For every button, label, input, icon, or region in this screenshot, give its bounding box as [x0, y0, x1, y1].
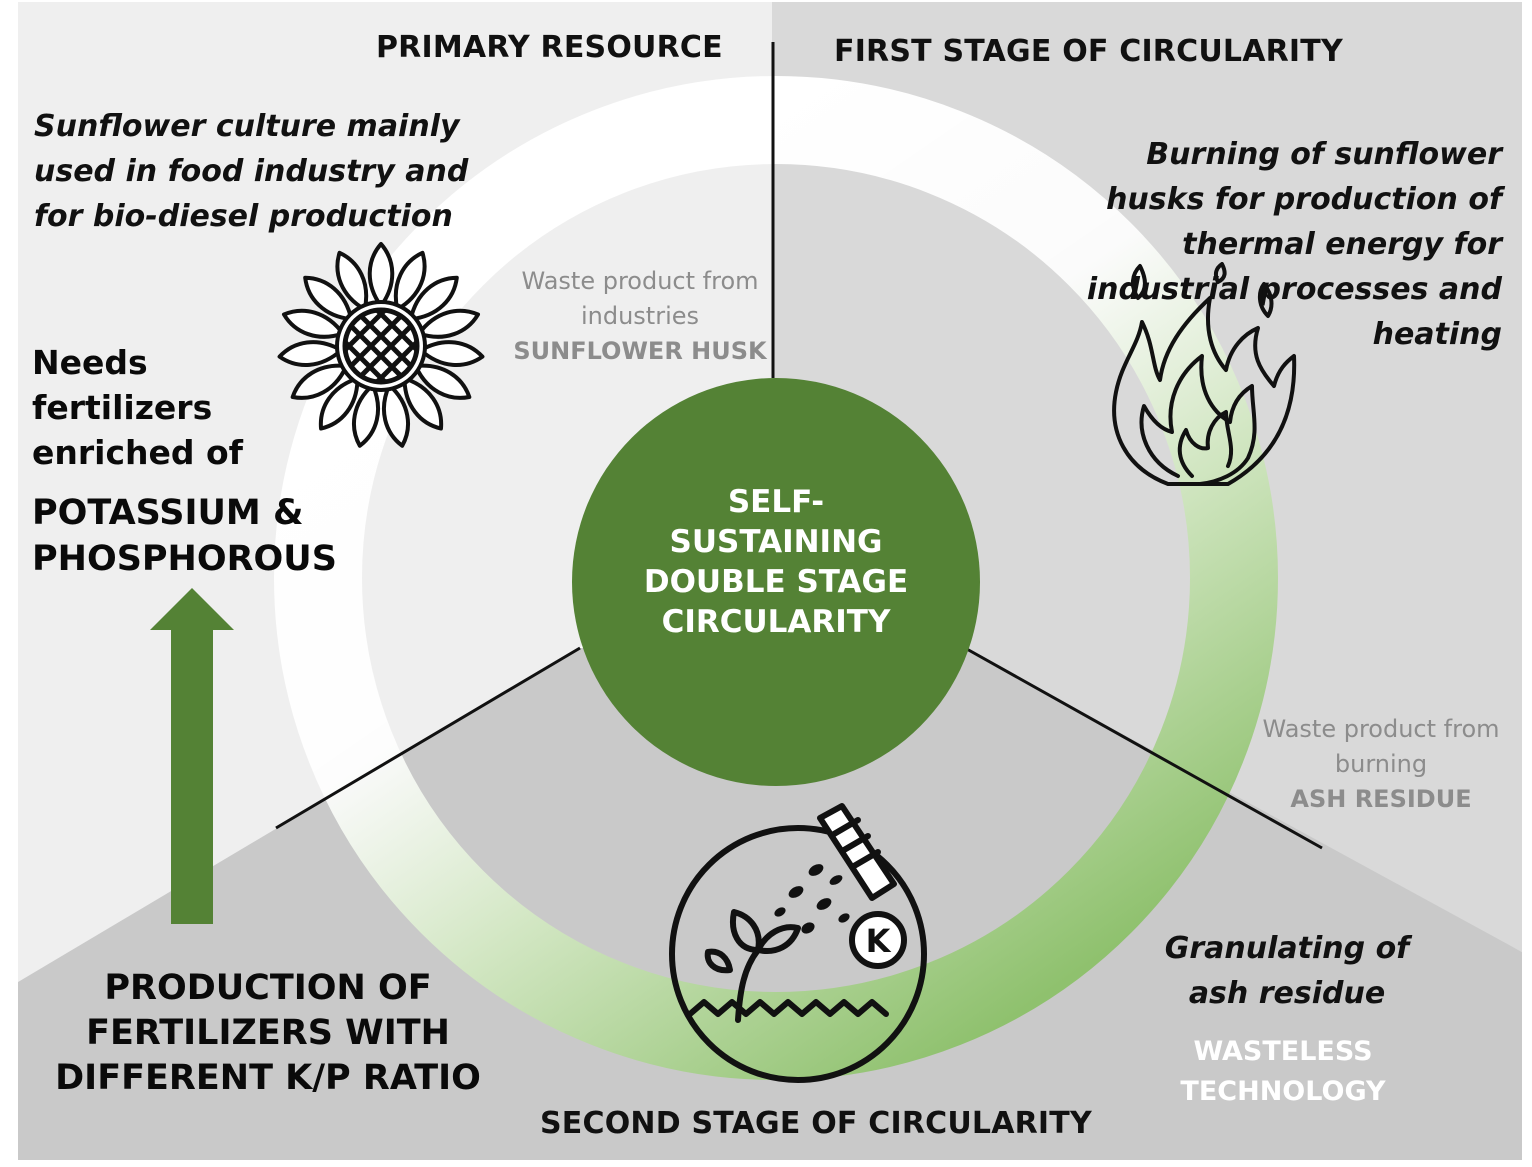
- husk-label: SUNFLOWER HUSK: [513, 337, 767, 365]
- second-stage-heading: SECOND STAGE OF CIRCULARITY: [540, 1106, 1092, 1141]
- first-stage-heading: FIRST STAGE OF CIRCULARITY: [834, 34, 1343, 69]
- husk-note-line: Waste product from industries: [521, 267, 759, 330]
- cycle-ring: [274, 76, 1278, 1080]
- primary-resource-heading: PRIMARY RESOURCE: [376, 30, 723, 65]
- center-circle: [572, 378, 980, 786]
- fire-icon: [1112, 262, 1297, 486]
- wasteless-technology: WASTELESS TECHNOLOGY: [1180, 1036, 1386, 1107]
- up-arrow-icon: [150, 588, 234, 924]
- production-text: PRODUCTION OF FERTILIZERS WITH DIFFERENT…: [55, 968, 481, 1098]
- potassium-symbol: K: [866, 922, 892, 960]
- ash-note: Waste product from burning ASH RESIDUE: [1250, 712, 1512, 817]
- nutrients-text: POTASSIUM & PHOSPHOROUS: [32, 493, 337, 579]
- husk-note: Waste product from industries SUNFLOWER …: [510, 264, 770, 369]
- needs-fertilizers-text: Needs fertilizers enriched of: [32, 343, 244, 472]
- center-title: SELF-SUSTAINING DOUBLE STAGE CIRCULARITY: [643, 484, 909, 640]
- ash-note-line: Waste product from burning: [1262, 715, 1500, 778]
- divider-right: [964, 646, 1323, 850]
- divider-left: [275, 646, 581, 830]
- ash-label: ASH RESIDUE: [1290, 785, 1472, 813]
- first-stage-description: Burning of sunflower husks for productio…: [1086, 137, 1502, 352]
- sunflower-icon: [277, 242, 485, 448]
- first-stage-panel: [772, 2, 1522, 952]
- fertilizer-plant-icon: K: [669, 803, 927, 1083]
- second-stage-description: Granulating of ash residue: [1164, 931, 1410, 1011]
- primary-description: Sunflower culture mainly used in food in…: [34, 109, 469, 234]
